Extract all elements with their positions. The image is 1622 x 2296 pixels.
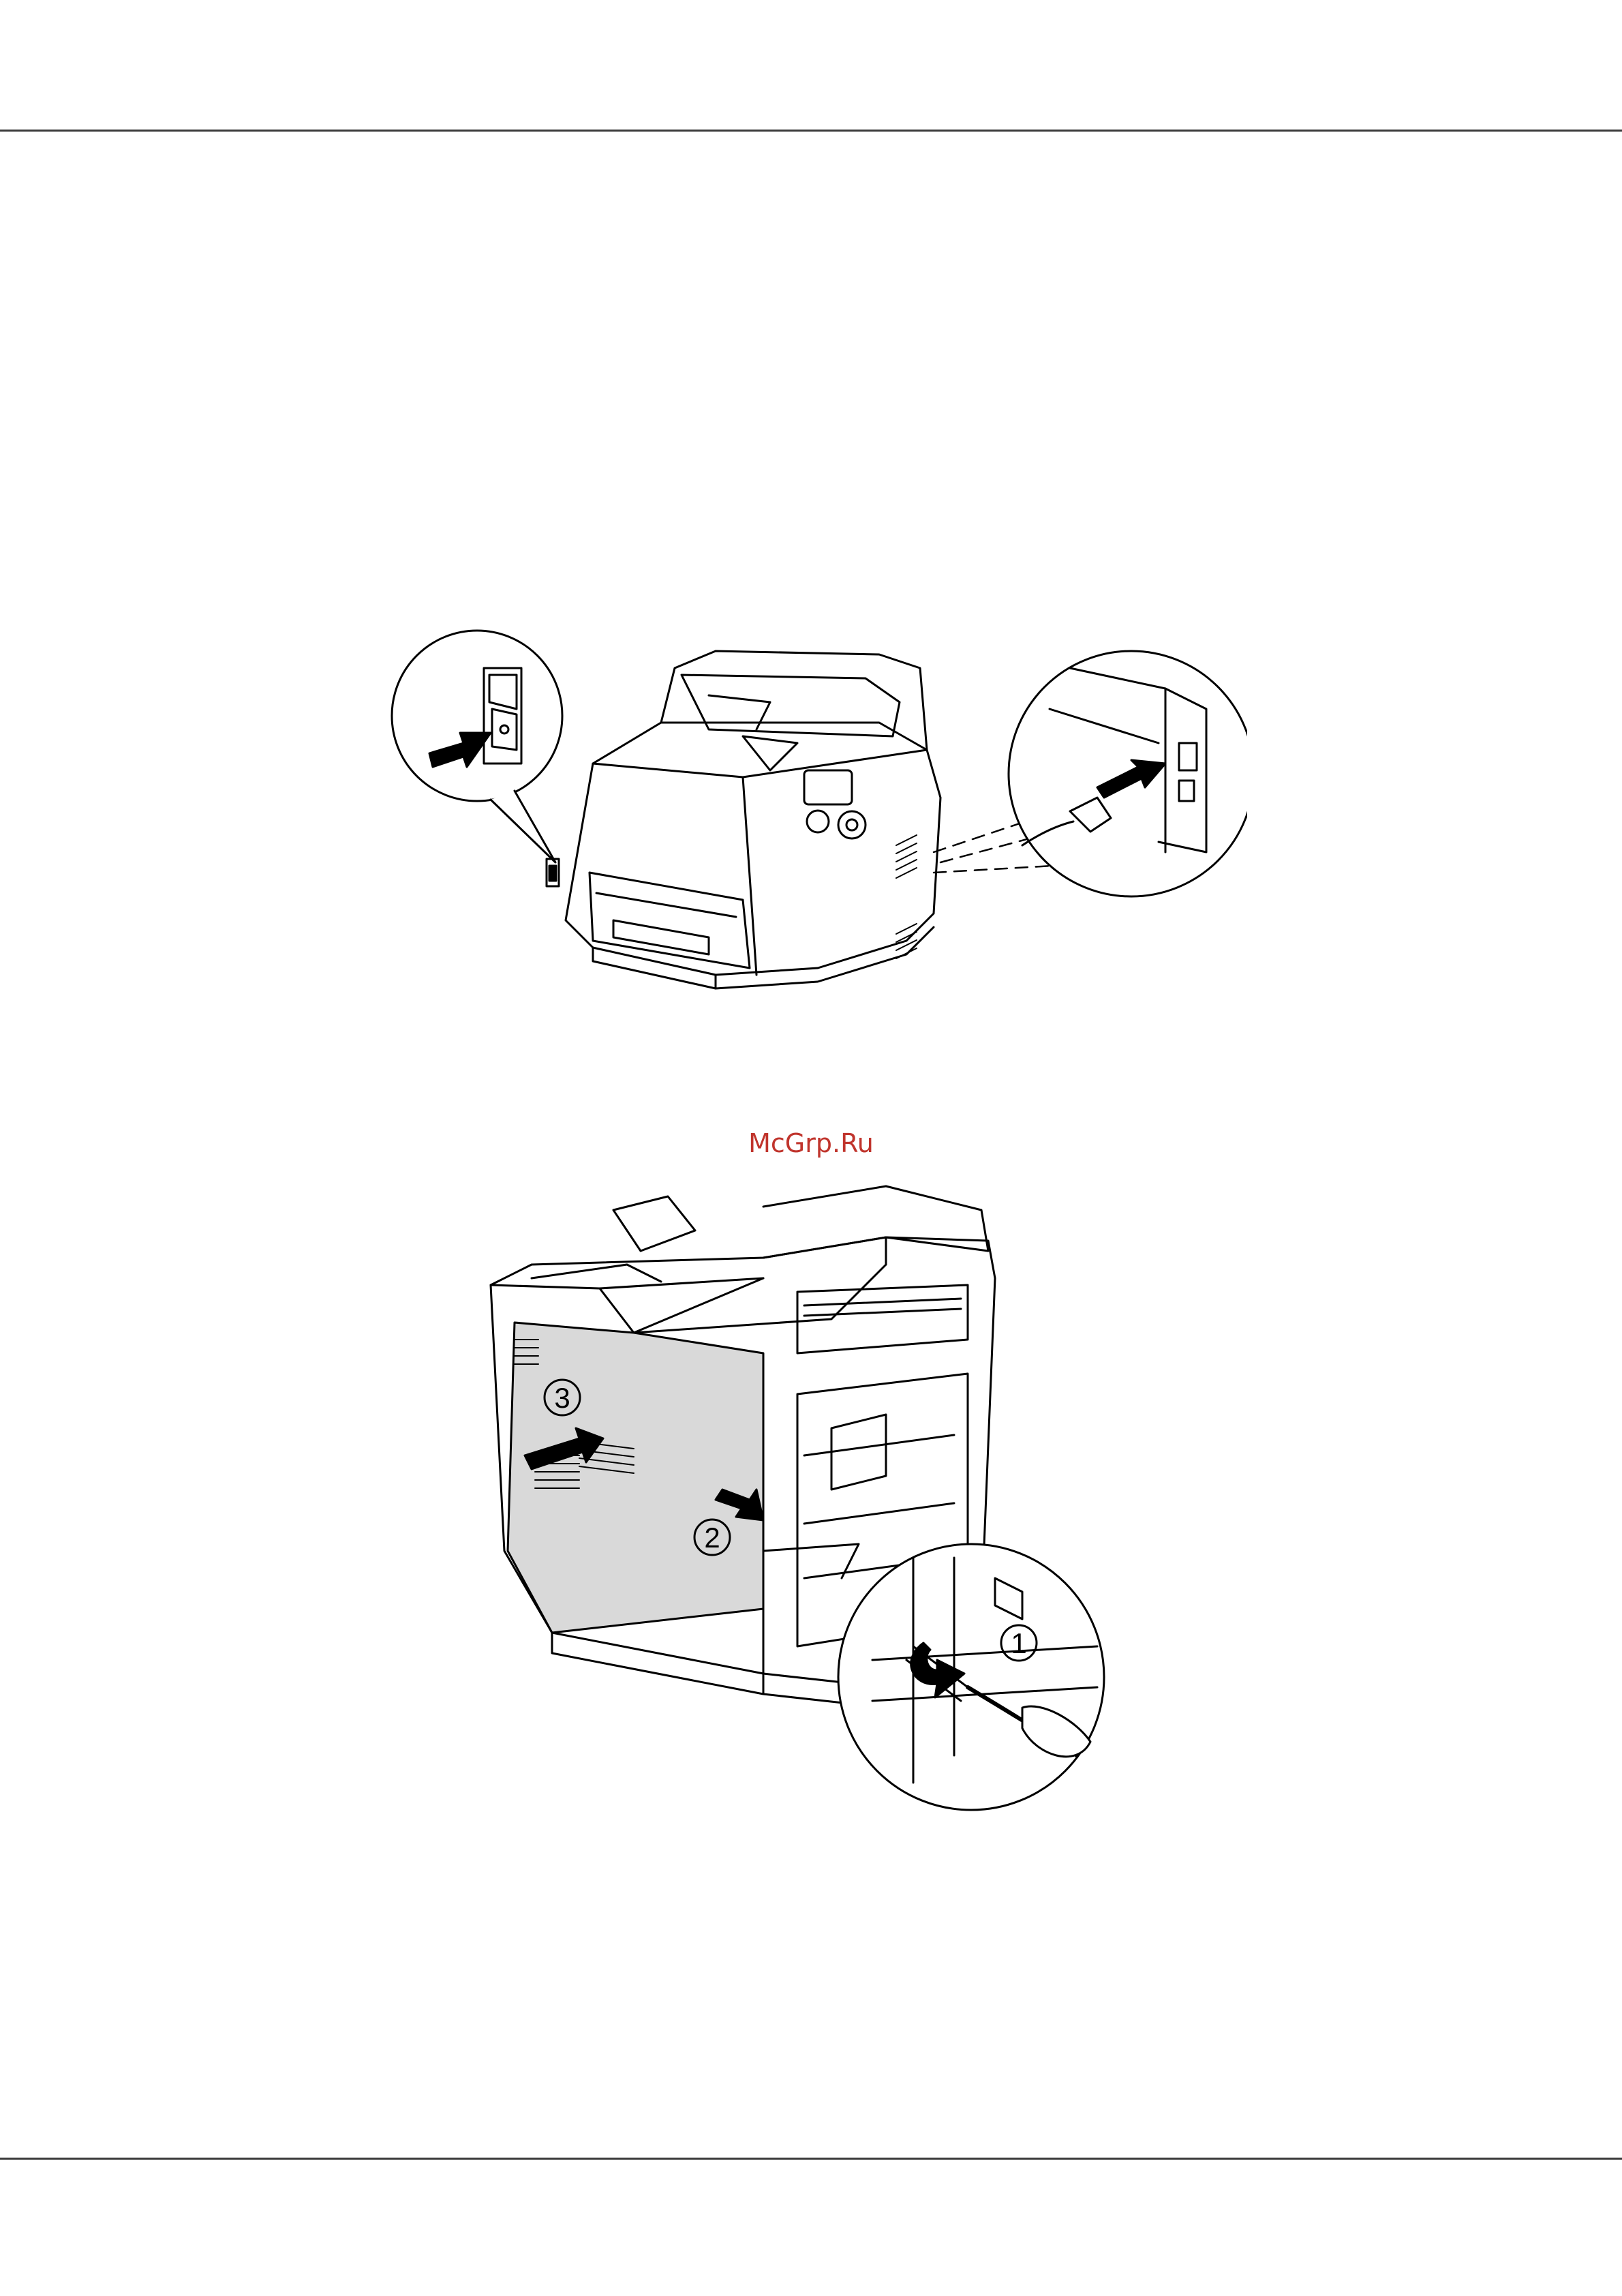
step-1-label: 1 (1011, 1627, 1026, 1659)
bottom-rule (0, 2158, 1622, 2160)
printer-front-view (547, 651, 940, 988)
step-2-label: 2 (704, 1522, 720, 1554)
power-switch-callout (392, 631, 562, 862)
printer-cover-illustration: 3 2 1 (477, 1169, 1159, 1837)
top-rule (0, 130, 1622, 132)
power-cord-callout (1009, 651, 1247, 896)
figure-remove-cover: 3 2 1 (477, 1169, 1159, 1837)
watermark: McGrp.Ru (722, 1128, 900, 1158)
figure-power-off (388, 627, 1247, 1070)
step-3-label: 3 (554, 1382, 570, 1414)
printer-power-illustration (388, 627, 1247, 1070)
